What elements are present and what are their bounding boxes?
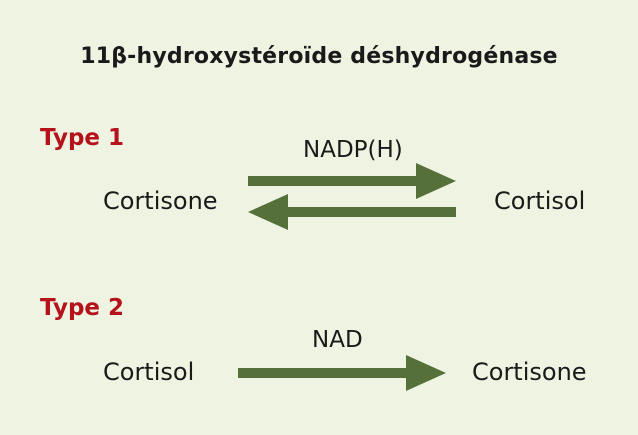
type1-substrate: Cortisone xyxy=(103,187,218,215)
type2-forward-arrow-shape xyxy=(238,355,446,391)
diagram-title: 11β-hydroxystéroïde déshydrogénase xyxy=(80,44,558,69)
type1-cofactor: NADP(H) xyxy=(303,137,403,163)
type2-substrate: Cortisol xyxy=(103,358,195,386)
type2-forward-arrow xyxy=(238,355,446,391)
type1-reverse-arrow-shape xyxy=(248,194,456,230)
type1-reverse-arrow xyxy=(248,194,456,230)
type2-product: Cortisone xyxy=(472,358,587,386)
type1-product: Cortisol xyxy=(494,187,586,215)
type1-forward-arrow xyxy=(248,163,456,199)
type1-label: Type 1 xyxy=(40,125,125,151)
type2-label: Type 2 xyxy=(40,295,125,321)
type1-forward-arrow-shape xyxy=(248,163,456,199)
type2-cofactor: NAD xyxy=(312,327,363,353)
